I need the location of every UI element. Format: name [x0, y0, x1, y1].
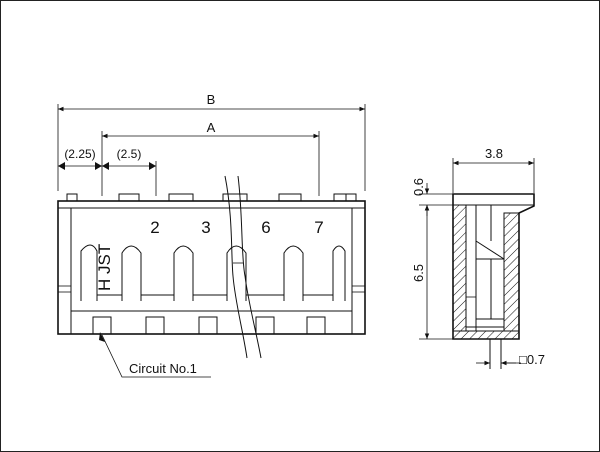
front-view: B A (2.25) (2.5) — [57, 92, 366, 378]
brand-mark: H JST — [95, 244, 114, 291]
dimension-width-label: 3.8 — [485, 146, 503, 161]
break-line-right — [237, 175, 262, 359]
dimension-top-step-label: 0.6 — [411, 178, 426, 196]
dimension-pitch-label: (2.5) — [117, 147, 142, 161]
side-view: 3.8 0.6 6.5 □0.7 — [411, 146, 545, 369]
dimension-b-label: B — [207, 92, 216, 107]
bottom-notches — [92, 316, 326, 334]
pin-number: 2 — [150, 218, 159, 237]
top-latches — [66, 193, 357, 202]
dimension-height-label: 6.5 — [411, 264, 426, 282]
contact-slots — [80, 244, 346, 301]
break-line-left — [224, 175, 248, 359]
pin-number: 6 — [261, 218, 270, 237]
pin-square-label: □0.7 — [519, 352, 545, 367]
pin-number: 3 — [201, 218, 210, 237]
pin-number: 7 — [314, 218, 323, 237]
circuit-leader-line — [101, 334, 211, 378]
circuit-label: Circuit No.1 — [129, 361, 197, 376]
dimension-pitch-edge-label: (2.25) — [64, 147, 95, 161]
dimension-a-label: A — [207, 120, 216, 135]
